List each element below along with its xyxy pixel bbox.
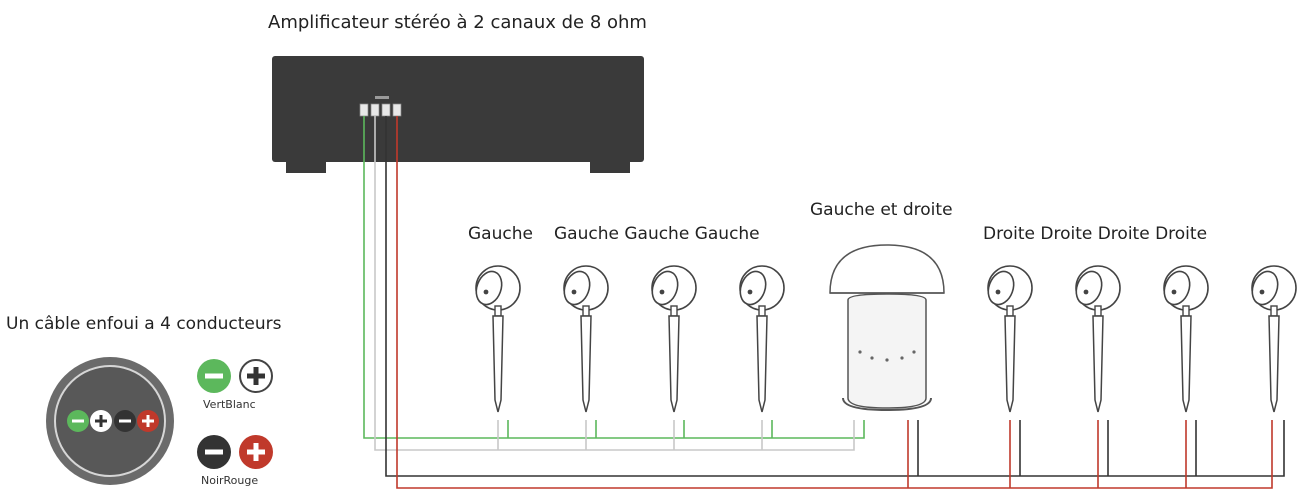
- center-speaker-wire-drops: [907, 420, 919, 488]
- spike-speaker: [739, 265, 785, 413]
- right-speaker-wire-drops: [1009, 420, 1197, 488]
- wire-red: [396, 116, 1273, 489]
- spike-speaker: [1075, 265, 1121, 413]
- amplifier-title: Amplificateur stéréo à 2 canaux de 8 ohm: [268, 12, 647, 33]
- cable-conductor-black: [114, 410, 136, 432]
- spike-speaker: [1163, 265, 1209, 413]
- label-center: Gauche et droite: [810, 200, 953, 220]
- amplifier-body: [272, 56, 644, 162]
- spike-speakers: [475, 265, 1297, 413]
- center-mushroom-speaker: [829, 244, 945, 412]
- amplifier-foot-left: [286, 160, 326, 173]
- spike-speaker: [651, 265, 697, 413]
- cable-conductor-white: [90, 410, 112, 432]
- legend-pair-black-red: [197, 435, 273, 469]
- pair-1-label: VertBlanc: [203, 398, 256, 411]
- amplifier-terminals: [359, 96, 402, 117]
- wire-green: [363, 116, 865, 439]
- amplifier-foot-right: [590, 160, 630, 173]
- spike-speaker: [987, 265, 1033, 413]
- spike-speaker: [563, 265, 609, 413]
- spike-speaker: [1251, 265, 1297, 413]
- left-speaker-wire-drops: [497, 420, 773, 450]
- label-left-group: Gauche Gauche Gauche: [554, 224, 760, 244]
- label-right-group: Droite Droite Droite Droite: [983, 224, 1208, 244]
- wiring: [363, 116, 1285, 489]
- cable-cross-section: [46, 357, 174, 485]
- mushroom-cap: [829, 244, 945, 294]
- label-left-single: Gauche: [468, 224, 533, 244]
- mushroom-body: [847, 293, 927, 409]
- wire-white: [374, 116, 855, 451]
- cable-conductor-red: [137, 410, 159, 432]
- legend-pair-green-white: [197, 359, 273, 393]
- wire-black: [385, 116, 1285, 477]
- pair-2-label: NoirRouge: [201, 474, 259, 487]
- cable-conductor-green: [67, 410, 89, 432]
- spike-speaker: [475, 265, 521, 413]
- cable-title: Un câble enfoui a 4 conducteurs: [6, 314, 282, 334]
- amplifier: [272, 56, 644, 173]
